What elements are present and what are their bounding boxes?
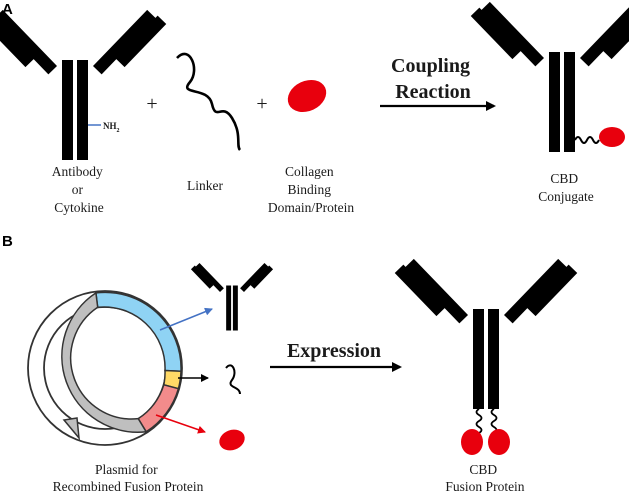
fusion-antibody-icon: [394, 258, 578, 409]
plasmid-antibody-gene-segment: [95, 291, 182, 373]
plus-sign-1: +: [146, 93, 157, 115]
antibody-icon: [0, 9, 167, 160]
amine-label: NH2: [103, 121, 120, 134]
small-linker-icon: [225, 364, 241, 395]
small-antibody-icon: [190, 262, 274, 331]
cbd-gene-arrow: [155, 414, 206, 434]
coupling-reaction-label: Coupling Reaction: [391, 55, 475, 103]
small-cbd-icon: [219, 429, 245, 451]
panel-a-label: A: [2, 1, 13, 18]
plus-sign-2: +: [256, 93, 267, 115]
antibody-gene-arrow: [159, 307, 213, 331]
linker-caption: Linker: [187, 178, 223, 193]
antibody-caption: Antibody or Cytokine: [52, 164, 106, 215]
fusion-cbd-left-icon: [461, 429, 483, 455]
fusion-protein-caption: CBD Fusion Protein: [445, 462, 524, 494]
cbd-icon: [287, 79, 327, 113]
fusion-linker-right-icon: [490, 408, 498, 434]
conjugate-linker-icon: [574, 136, 600, 144]
plasmid-direction-arrowhead: [62, 417, 80, 441]
fusion-cbd-right-icon: [488, 429, 510, 455]
cbd-caption: Collagen Binding Domain/Protein: [268, 164, 354, 215]
linker-icon: [176, 52, 242, 151]
conjugate-caption: CBD Conjugate: [538, 171, 594, 204]
plasmid-caption: Plasmid for Recombined Fusion Protein: [53, 462, 204, 494]
plasmid-backbone-segment: [61, 291, 148, 433]
panel-b-label: B: [2, 233, 13, 250]
conjugate-cbd-icon: [599, 127, 625, 147]
expression-label: Expression: [287, 340, 381, 362]
plasmid-icon: [27, 290, 183, 446]
fusion-linker-left-icon: [475, 408, 483, 434]
